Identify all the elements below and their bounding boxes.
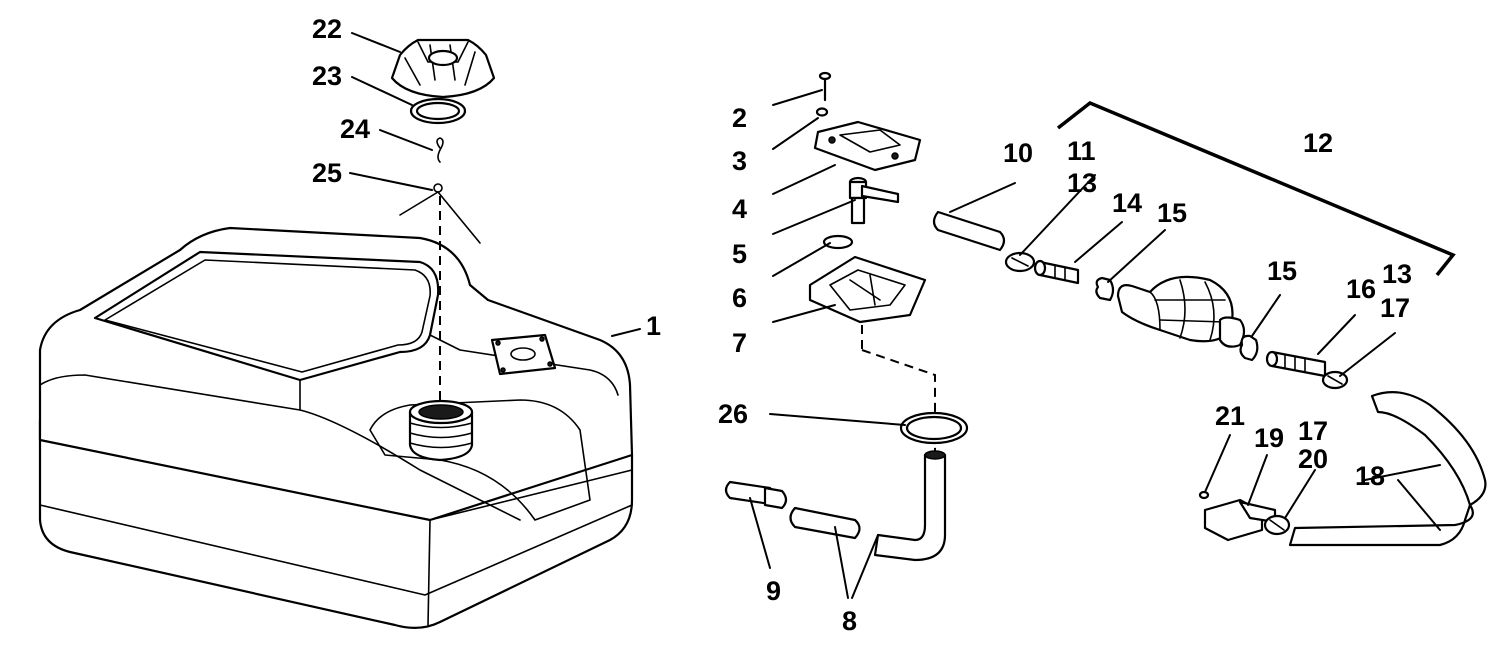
callout-7: 7 (732, 328, 747, 358)
vent-tube (932, 210, 1006, 252)
fuel-hose (1288, 391, 1487, 547)
callout-15-upper: 15 (1157, 198, 1187, 228)
pickup-cover (813, 120, 922, 172)
filler-neck (408, 399, 474, 462)
connector-o-ring (1198, 490, 1210, 500)
callout-3: 3 (732, 146, 747, 176)
tank-o-ring (899, 411, 969, 445)
retainer-clip (436, 137, 444, 163)
callout-12: 12 (1303, 128, 1333, 158)
callout-22: 22 (312, 14, 342, 44)
callout-17-upper: 17 (1380, 293, 1410, 323)
check-valve-inlet (1033, 259, 1080, 285)
hose-clamp-tank-side (1004, 251, 1036, 273)
callout-4: 4 (732, 194, 747, 224)
pickup-tube-straight (789, 506, 861, 540)
tether-cord (399, 183, 481, 244)
callout-17-lower: 17 (1298, 416, 1328, 446)
callout-numbers: 1 2 3 4 5 6 7 26 9 8 10 11 13 12 14 15 1… (312, 14, 1412, 636)
callout-2: 2 (732, 103, 747, 133)
callout-26: 26 (718, 399, 748, 429)
pickup-o-ring (822, 234, 854, 250)
callout-15-lower: 15 (1267, 256, 1297, 286)
callout-13-lower: 13 (1382, 259, 1412, 289)
hose-connector (1203, 498, 1277, 542)
pickup-base (808, 255, 927, 324)
pickup-elbow (848, 176, 900, 225)
callout-21: 21 (1215, 401, 1245, 431)
callout-19: 19 (1254, 423, 1284, 453)
lockwasher (815, 107, 829, 117)
primer-kit-bracket (1056, 100, 1456, 277)
callout-14: 14 (1112, 188, 1142, 218)
callout-24: 24 (340, 114, 370, 144)
check-valve-outlet (1265, 350, 1327, 378)
callout-23: 23 (312, 61, 342, 91)
callout-6: 6 (732, 283, 747, 313)
callout-18: 18 (1355, 461, 1385, 491)
retaining-ring-outlet (1239, 334, 1259, 362)
leader-lines (349, 32, 1441, 599)
callout-5: 5 (732, 239, 747, 269)
pickup-filter (724, 480, 788, 510)
callout-25: 25 (312, 158, 342, 188)
cap-gasket (409, 97, 467, 125)
callout-10: 10 (1003, 138, 1033, 168)
retaining-ring-inlet (1095, 276, 1115, 302)
callout-11: 11 (1067, 136, 1096, 166)
callout-8: 8 (842, 606, 857, 636)
callout-16: 16 (1346, 274, 1376, 304)
fuel-cap (390, 38, 496, 99)
callout-20: 20 (1298, 444, 1328, 474)
pickup-tube-bent (873, 450, 947, 562)
callout-13-upper: 13 (1067, 168, 1097, 198)
pickup-dashline-2 (861, 349, 936, 460)
fuel-tank-body (38, 226, 634, 629)
hose-clamp-connector (1263, 514, 1291, 536)
callout-1: 1 (646, 311, 661, 341)
primer-bulb (1116, 275, 1246, 348)
callout-9: 9 (766, 576, 781, 606)
screw (818, 71, 832, 102)
